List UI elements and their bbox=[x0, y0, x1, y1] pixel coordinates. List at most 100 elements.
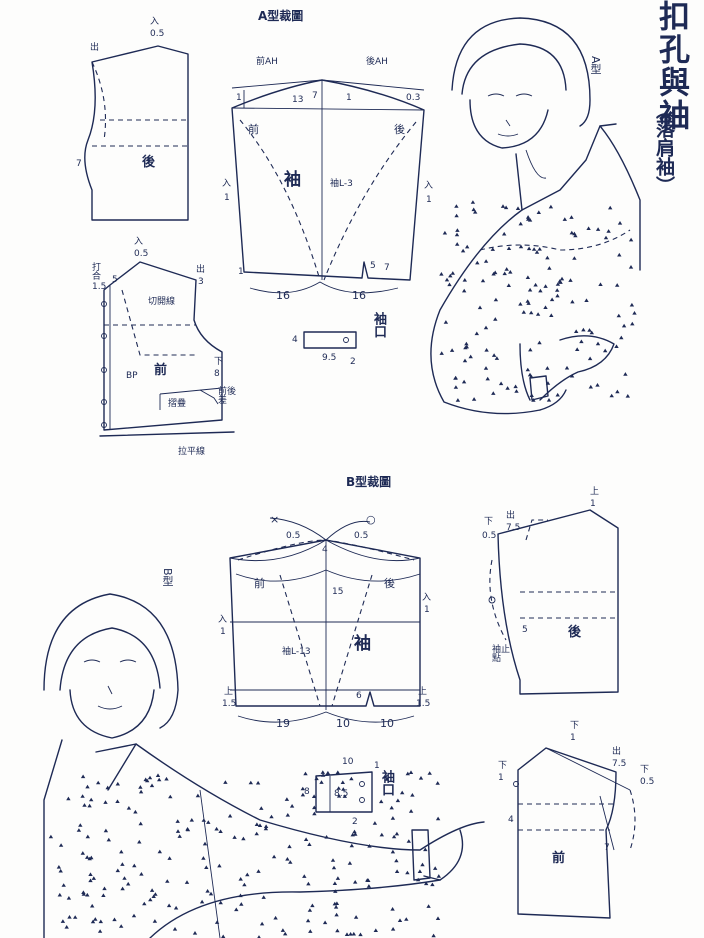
b-front-m-1: 1 bbox=[570, 733, 576, 743]
a-front-cut-line: 切開線 bbox=[148, 297, 176, 307]
a-sleeve-front: 前 bbox=[248, 123, 259, 136]
b-back-sleeve-stop: 袖止點 bbox=[492, 645, 511, 664]
b-sleeve-m-1-right: 1 bbox=[424, 605, 430, 615]
b-cuff-m-1: 1 bbox=[374, 761, 380, 771]
a-sleeve-back: 後 bbox=[394, 123, 405, 136]
b-front-label: 前 bbox=[552, 851, 566, 866]
a-front-m-5: 5 bbox=[112, 275, 118, 285]
b-diagram-title: B型裁圖 bbox=[346, 475, 392, 489]
b-cuff-m-2: 2 bbox=[352, 817, 358, 827]
a-cuff-outline bbox=[303, 331, 357, 349]
b-sleeve-back: 後 bbox=[384, 577, 395, 590]
a-front-bodice-outline bbox=[99, 261, 235, 437]
b-front-mark-down: 下 bbox=[570, 721, 580, 731]
b-sleeve-front: 前 bbox=[254, 577, 265, 590]
a-front-mark-chu: 出 bbox=[196, 265, 206, 275]
a-sleeve-m-1b: 1 bbox=[346, 93, 352, 103]
b-front-m-75: 7.5 bbox=[612, 759, 627, 769]
page-subtitle: （落肩袖） bbox=[653, 100, 675, 195]
a-sleeve-m-7: 7 bbox=[312, 91, 318, 101]
b-front-mark-down-l: 下 bbox=[498, 761, 508, 771]
b-sleeve-m-4: 4 bbox=[322, 545, 328, 555]
a-sleeve-label: 袖 bbox=[284, 170, 301, 190]
b-front-mark-chu: 出 bbox=[612, 747, 622, 757]
b-type-label: B型 bbox=[161, 568, 174, 587]
a-cuff-m-4: 4 bbox=[292, 335, 298, 345]
a-back-bodice-outline bbox=[84, 45, 189, 221]
b-back-m-05: 0.5 bbox=[482, 531, 497, 541]
page-title: 扣孔與袖 bbox=[653, 0, 689, 132]
a-sleeve-m-1-bottom: 1 bbox=[238, 267, 244, 277]
a-back-mark-ru: 入 bbox=[150, 17, 160, 27]
b-back-m-5: 5 bbox=[522, 625, 528, 635]
b-sleeve-up-left: 上 bbox=[224, 687, 234, 697]
b-sleeve-m-10b: 10 bbox=[380, 717, 394, 730]
a-sleeve-m-16a: 16 bbox=[276, 289, 290, 302]
b-sleeve-m-05a: 0.5 bbox=[286, 531, 301, 541]
b-cuff-m-10: 10 bbox=[342, 757, 354, 767]
a-sleeve-m-1-right: 1 bbox=[426, 195, 432, 205]
b-back-mark-down: 下 bbox=[484, 517, 494, 527]
b-cuff-label: 袖口 bbox=[379, 770, 394, 796]
a-type-label: A型 bbox=[589, 56, 602, 75]
b-back-label: 後 bbox=[568, 625, 582, 640]
b-cuff-outline bbox=[315, 771, 373, 813]
b-sleeve-m-6: 6 bbox=[356, 691, 362, 701]
a-sleeve-m-5: 5 bbox=[370, 261, 376, 271]
b-front-m-1l: 1 bbox=[498, 773, 504, 783]
b-sleeve-m-1-left: 1 bbox=[220, 627, 226, 637]
b-back-m-1: 1 bbox=[590, 499, 596, 509]
b-sleeve-m-19: 19 bbox=[276, 717, 290, 730]
a-sleeve-m-16b: 16 bbox=[352, 289, 366, 302]
b-sleeve-m-15l: 1.5 bbox=[222, 699, 237, 709]
b-cuff-m-85: 8.5 bbox=[334, 789, 349, 799]
a-sleeve-outline bbox=[231, 79, 425, 294]
a-figure-print-pattern bbox=[439, 200, 637, 402]
a-sleeve-m-03: 0.3 bbox=[406, 93, 421, 103]
a-diagram-title: A型裁圖 bbox=[258, 9, 304, 23]
a-sleeve-m-1-left: 1 bbox=[224, 193, 230, 203]
b-back-mark-up: 上 bbox=[590, 487, 600, 497]
a-front-m-8: 8 bbox=[214, 369, 220, 379]
a-sleeve-width: 袖L-3 bbox=[330, 179, 353, 189]
b-sleeve-up-right: 上 bbox=[418, 687, 428, 697]
b-sleeve-m-15: 15 bbox=[332, 587, 344, 597]
a-back-m-7: 7 bbox=[76, 159, 82, 169]
b-back-m-75: 7.5 bbox=[506, 523, 521, 533]
a-front-overlap: 打合 bbox=[90, 262, 100, 280]
b-front-bodice-outline bbox=[513, 747, 636, 919]
b-sleeve-width: 袖L-13 bbox=[282, 647, 311, 657]
b-sleeve-mark-o: ○ bbox=[366, 513, 376, 526]
b-sleeve-outline bbox=[229, 517, 421, 723]
a-front-mark-ru: 入 bbox=[134, 237, 144, 247]
a-cuff-label: 袖口 bbox=[371, 312, 386, 338]
b-sleeve-m-15r: 1.5 bbox=[416, 699, 431, 709]
b-front-m-05: 0.5 bbox=[640, 777, 655, 787]
a-back-mark-chu: 出 bbox=[90, 43, 100, 53]
b-sleeve-m-10a: 10 bbox=[336, 717, 350, 730]
b-sleeve-ru-left: 入 bbox=[218, 615, 228, 625]
a-sleeve-front-ah: 前AH bbox=[256, 57, 278, 67]
a-sleeve-m-1a: 1 bbox=[236, 93, 242, 103]
b-sleeve-mark-x: × bbox=[270, 513, 280, 526]
a-front-bp: BP bbox=[126, 371, 138, 381]
b-back-bodice-outline bbox=[488, 509, 619, 695]
b-front-m-7: 7 bbox=[604, 843, 610, 853]
a-front-fold: 摺疊 bbox=[168, 399, 187, 409]
a-sleeve-m-13: 13 bbox=[292, 95, 304, 105]
a-sleeve-m-7b: 7 bbox=[384, 263, 390, 273]
a-front-mark-down: 下 bbox=[214, 357, 224, 367]
a-front-m-05: 0.5 bbox=[134, 249, 149, 259]
a-sleeve-back-ah: 後AH bbox=[366, 57, 388, 67]
a-front-level-line: 拉平線 bbox=[178, 447, 206, 457]
a-cuff-m-95: 9.5 bbox=[322, 353, 337, 363]
a-figure-illustration bbox=[430, 17, 641, 415]
b-sleeve-m-05b: 0.5 bbox=[354, 531, 369, 541]
b-front-mark-down-r: 下 bbox=[640, 765, 650, 775]
b-sleeve-label: 袖 bbox=[354, 634, 371, 654]
a-front-m-15: 1.5 bbox=[92, 282, 107, 292]
b-cuff-m-8: 8 bbox=[304, 787, 310, 797]
b-sleeve-ru-right: 入 bbox=[422, 593, 432, 603]
a-front-label: 前 bbox=[154, 363, 168, 378]
